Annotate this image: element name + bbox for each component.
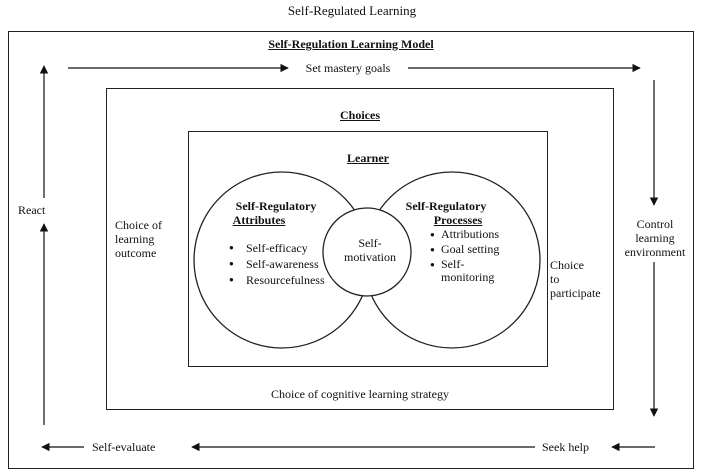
processes-list: Attributions Goal setting Self- monitori… xyxy=(430,228,499,284)
process-item: Goal setting xyxy=(430,243,499,257)
attributes-heading-line1: Self-Regulatory xyxy=(235,199,317,213)
processes-heading-line1: Self-Regulatory xyxy=(405,199,487,213)
page-title: Self-Regulated Learning xyxy=(287,3,417,18)
learner-title: Learner xyxy=(347,151,389,165)
self-motivation-label: Self- motivation xyxy=(344,236,396,264)
choice-learning-outcome-label: Choice of learning outcome xyxy=(115,218,162,260)
model-title: Self-Regulation Learning Model xyxy=(268,37,434,51)
attributes-list: Self-efficacy Self-awareness Resourceful… xyxy=(228,240,325,288)
choices-box xyxy=(106,88,614,410)
attribute-item: Self-awareness xyxy=(228,256,325,272)
choice-participate-label: Choice to participate xyxy=(550,258,601,300)
set-mastery-goals-label: Set mastery goals xyxy=(305,61,391,75)
processes-heading-line2: Processes xyxy=(433,213,483,227)
seek-help-label: Seek help xyxy=(542,440,589,454)
model-box xyxy=(8,31,694,469)
learner-box xyxy=(188,131,548,367)
process-item: Attributions xyxy=(430,228,499,242)
choices-title: Choices xyxy=(340,108,380,122)
self-evaluate-label: Self-evaluate xyxy=(92,440,156,454)
choice-cognitive-strategy-label: Choice of cognitive learning strategy xyxy=(271,387,449,401)
attribute-item: Resourcefulness xyxy=(228,272,325,288)
control-environment-label: Control learning environment xyxy=(624,217,686,259)
attribute-item: Self-efficacy xyxy=(228,240,325,256)
react-label: React xyxy=(18,203,46,217)
process-item: Self- monitoring xyxy=(430,258,499,284)
attributes-heading-line2: Attributes xyxy=(232,213,286,227)
